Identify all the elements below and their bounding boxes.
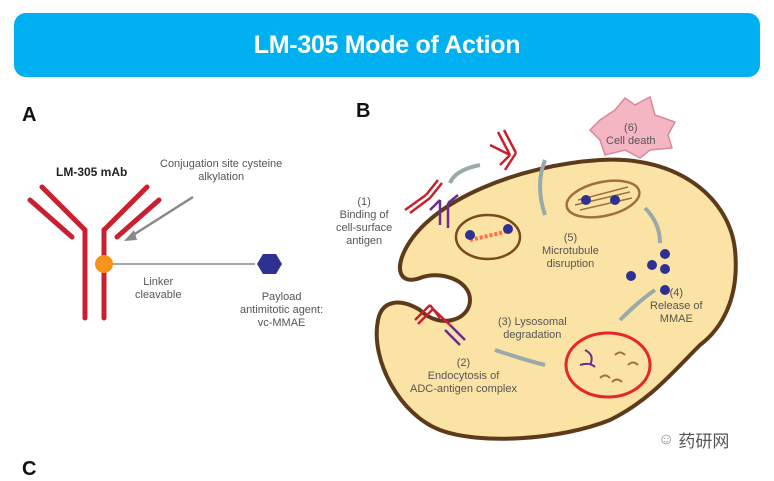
nucleus — [454, 213, 522, 261]
watermark-text: 药研网 — [678, 432, 730, 451]
step-6-num: (6) — [624, 122, 638, 134]
conjugation-line-2: alkylation — [198, 171, 245, 183]
step-1-line-1: Binding of — [339, 209, 389, 221]
spindle — [565, 179, 641, 219]
dead-cell-icon — [588, 95, 677, 159]
panel-b-label: B — [356, 100, 371, 122]
step-1-line-2: cell-surface — [336, 222, 393, 234]
conjugation-arrowhead — [124, 230, 137, 241]
step-3-num: (3) Lysosomal — [498, 316, 567, 328]
internalized-adc-icon — [414, 304, 466, 346]
process-arrows — [448, 159, 662, 367]
conjugation-label: Conjugation site cysteine alkylation — [160, 158, 282, 184]
step-3-line-1: degradation — [503, 329, 562, 341]
step-4-label: (4) Release of MMAE — [650, 287, 703, 326]
antibody-icon — [27, 184, 162, 321]
step-6-label: (6) Cell death — [606, 122, 656, 148]
step-5-line-1: Microtubule — [542, 245, 599, 257]
mab-label: LM-305 mAb — [56, 165, 128, 179]
diagram-graphics — [27, 95, 738, 441]
step-2-line-1: Endocytosis of — [427, 370, 500, 382]
linker-node-icon — [95, 255, 113, 273]
mmae-dots — [626, 249, 670, 295]
step-3-label: (3) Lysosomal degradation — [498, 316, 567, 342]
step-2-line-2: ADC-antigen complex — [410, 383, 517, 395]
lysosome — [564, 331, 652, 399]
page-title: LM-305 Mode of Action — [253, 30, 521, 59]
payload-label: Payload antimitotic agent: vc-MMAE — [240, 291, 323, 330]
cell-body — [374, 157, 738, 441]
panel-a-label: A — [22, 104, 37, 126]
payload-hexagon-icon — [257, 254, 282, 274]
linker-line-1: Linker — [143, 276, 174, 288]
step-4-line-2: MMAE — [659, 313, 693, 325]
bound-adc-icon — [404, 179, 459, 228]
conjugation-arrow — [129, 195, 194, 239]
step-4-num: (4) — [669, 287, 684, 299]
title-banner: LM-305 Mode of Action — [14, 13, 760, 77]
step-2-label: (2) Endocytosis of ADC-antigen complex — [410, 357, 517, 396]
step-2-num: (2) — [456, 357, 471, 369]
wechat-icon: ☺ — [658, 430, 675, 448]
payload-line-1: Payload — [261, 291, 302, 303]
payload-line-2: antimitotic agent: — [240, 304, 324, 316]
step-5-label: (5) Microtubule disruption — [542, 232, 599, 271]
linker-line-2: cleavable — [135, 289, 182, 301]
step-1-line-3: antigen — [346, 235, 383, 247]
payload-line-3: vc-MMAE — [257, 317, 306, 329]
step-1-num: (1) — [357, 196, 371, 208]
free-adc-icon — [489, 129, 518, 171]
chromosomes — [469, 230, 506, 242]
step-5-num: (5) — [563, 232, 578, 244]
linker-label: Linker cleavable — [135, 276, 181, 302]
step-6-line-1: Cell death — [606, 135, 656, 147]
step-5-line-2: disruption — [546, 258, 595, 270]
step-4-line-1: Release of — [650, 300, 703, 312]
step-1-label: (1) Binding of cell-surface antigen — [336, 196, 392, 248]
watermark: ☺ 药研网 — [658, 427, 729, 452]
conjugation-line-1: Conjugation site cysteine — [160, 158, 283, 170]
